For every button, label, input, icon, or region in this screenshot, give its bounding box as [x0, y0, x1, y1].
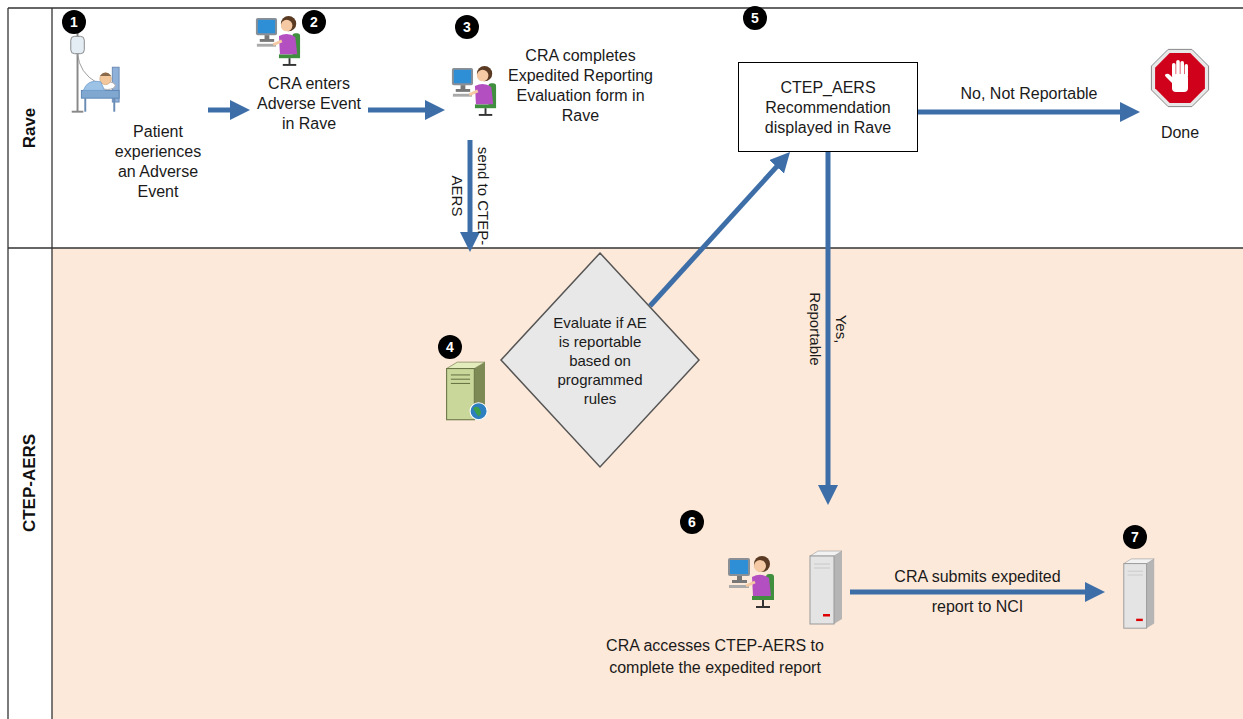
patient-icon — [71, 32, 119, 111]
flow-arrow — [918, 110, 1130, 115]
callout-number: 3 — [455, 15, 479, 39]
frame-line — [8, 7, 1243, 8]
process-box: 5CTEP_AERS Recommendation displayed in R… — [738, 62, 918, 152]
lane-fill — [52, 248, 1243, 719]
edge-label: CRA submits expedited report to NCI — [878, 562, 1078, 622]
process-step: 6CRA accesses CTEP-AERS to complete the … — [580, 505, 850, 695]
diamond-outline — [432, 252, 700, 468]
step-text: CRA accesses CTEP-AERS to complete the e… — [580, 635, 850, 679]
decision-diamond: 4 Evaluate if AE is reportable based on p… — [432, 252, 700, 468]
lane-column-line — [51, 8, 52, 719]
callout-number: 4 — [438, 335, 462, 359]
edge-label: No, Not Reportable — [961, 84, 1098, 104]
step-text: CRA enters Adverse Event in Rave — [252, 74, 366, 134]
frame-line — [7, 8, 8, 719]
flow-arrow — [850, 590, 1095, 595]
lane-divider — [8, 247, 1243, 248]
step-text: Patient experiences an Adverse Event — [110, 122, 206, 202]
callout-number: 5 — [743, 6, 767, 30]
edge-label: send to CTEP-AERS — [444, 146, 496, 246]
diamond-shape — [501, 253, 699, 467]
flow-arrow — [468, 140, 473, 242]
flow-arrow — [208, 108, 240, 113]
server-icon — [1124, 559, 1154, 628]
flow-arrow — [826, 152, 831, 495]
callout-number: 2 — [302, 10, 326, 34]
server-node: 7 — [1105, 520, 1180, 635]
cra-icon — [452, 66, 496, 115]
cra-icon — [728, 556, 774, 607]
swimlane-band: CTEP-AERS 4 Evaluate if AE is reportable b… — [8, 248, 1243, 719]
step-text: Evaluate if AE is reportable based on pr… — [550, 313, 650, 408]
swimlane-band: Rave 1Patient experiences an Adverse Even… — [8, 8, 1243, 248]
server-icon — [447, 362, 488, 420]
callout-number: 7 — [1123, 525, 1147, 549]
server-icon — [810, 551, 842, 624]
end-terminal: Done — [1140, 45, 1220, 150]
process-step: 2CRA enters Adverse Event in Rave — [250, 8, 368, 148]
edge-label: Yes, Reportable — [802, 279, 854, 379]
step-text: Done — [1140, 123, 1220, 143]
cra-icon — [256, 16, 300, 65]
flow-arrow — [650, 159, 783, 306]
step-text: CRA completes Expedited Reporting Evalua… — [503, 46, 658, 126]
flow-arrow — [368, 108, 435, 113]
stop-sign-icon — [1151, 49, 1208, 106]
lane-label: CTEP-AERS — [20, 434, 40, 532]
lane-label: Rave — [20, 108, 40, 149]
callout-number: 1 — [62, 10, 86, 34]
process-step: 3CRA completes Expedited Reporting Evalu… — [445, 8, 660, 140]
process-step: 1Patient experiences an Adverse Event — [60, 8, 208, 226]
callout-number: 6 — [680, 510, 704, 534]
step-text: CTEP_AERS Recommendation displayed in Ra… — [748, 78, 908, 138]
